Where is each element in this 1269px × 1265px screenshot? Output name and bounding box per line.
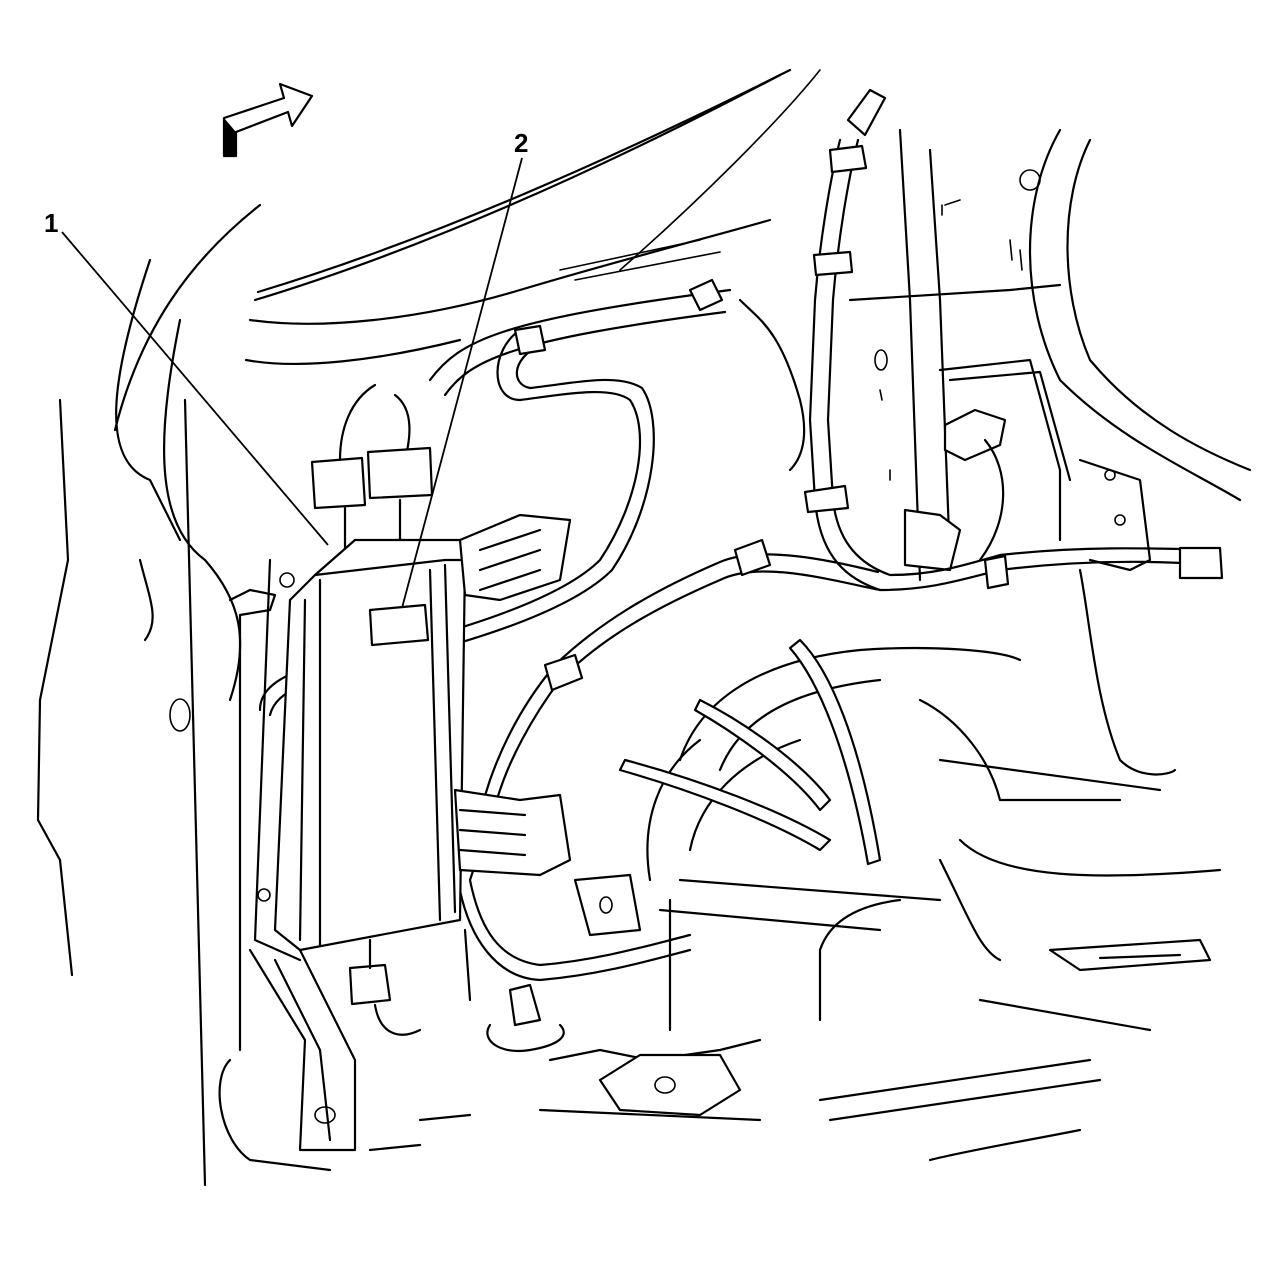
electronic-module <box>228 538 467 1152</box>
body-panel-upper <box>244 68 821 366</box>
callout-2-label: 2 <box>514 128 528 158</box>
floor-pan <box>218 873 1212 1172</box>
callout-labels: 1 2 <box>44 128 528 238</box>
upper-module-connectors <box>310 383 434 562</box>
leader-2 <box>401 157 523 609</box>
leader-1 <box>61 231 329 546</box>
right-body-panels <box>848 128 1252 582</box>
forward-arrow-icon <box>222 82 314 158</box>
mounting-bracket <box>453 513 572 877</box>
callout-1-label: 1 <box>44 208 58 238</box>
left-pillar <box>36 203 262 1187</box>
side-connector <box>943 408 1007 562</box>
callout-leaders <box>61 157 523 609</box>
wheelhouse <box>618 638 1222 1032</box>
